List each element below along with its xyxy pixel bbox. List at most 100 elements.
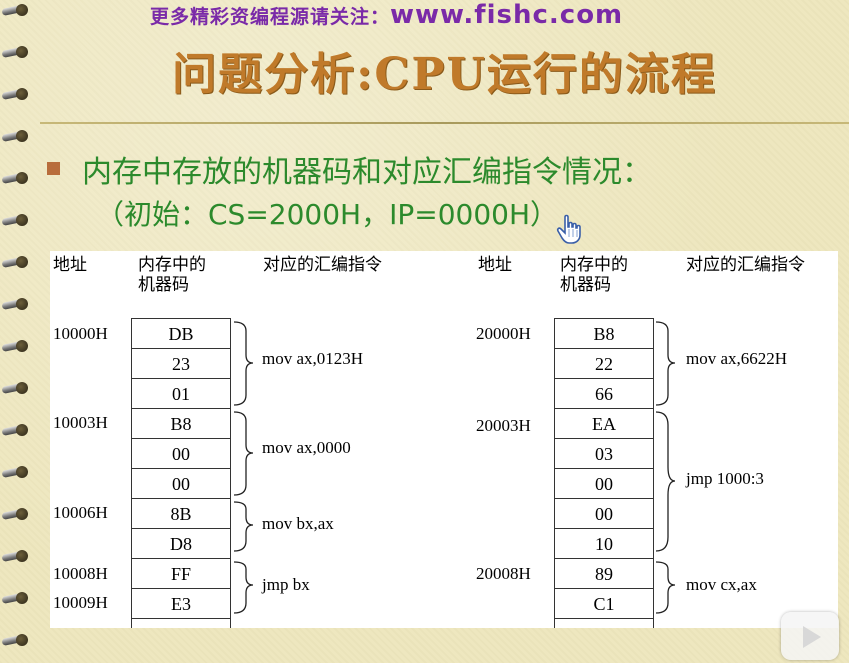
memory-cell: EA [592, 414, 616, 434]
cell-border [554, 318, 555, 628]
memory-cell: 00 [595, 474, 613, 494]
cell-border [131, 498, 231, 499]
cell-border [554, 408, 654, 409]
memory-cell: D8 [170, 534, 192, 554]
memory-cell: 00 [595, 504, 613, 524]
memory-cell: 01 [172, 384, 190, 404]
cell-border [554, 498, 654, 499]
header-machine-code: 内存中的 机器码 [560, 255, 628, 295]
cell-border [230, 318, 231, 628]
hand-cursor-icon [556, 214, 581, 244]
promo-url-link[interactable]: www.fishc.com [390, 0, 624, 30]
header-machine-code: 内存中的 机器码 [138, 255, 206, 295]
binding-ring-icon [1, 44, 28, 60]
binding-ring-icon [1, 296, 28, 312]
binding-ring-icon [1, 338, 28, 354]
cell-border [131, 408, 231, 409]
cell-border [131, 438, 231, 439]
binding-ring-icon [1, 254, 28, 270]
header-instruction: 对应的汇编指令 [686, 255, 805, 275]
cell-border [131, 348, 231, 349]
asm-instruction: mov ax,0000 [262, 438, 351, 457]
asm-instruction: mov bx,ax [262, 514, 334, 533]
spiral-binding [0, 0, 40, 663]
asm-instruction: jmp bx [262, 575, 310, 594]
cell-border [554, 378, 654, 379]
binding-ring-icon [1, 632, 28, 648]
binding-ring-icon [1, 2, 28, 18]
memory-address: 10003H [53, 413, 108, 432]
cell-border [554, 438, 654, 439]
binding-ring-icon [1, 212, 28, 228]
asm-instruction: mov cx,ax [686, 575, 757, 594]
cell-border [131, 558, 231, 559]
memory-address: 10008H [53, 564, 108, 583]
cell-border [131, 618, 231, 619]
memory-cell: 00 [172, 444, 190, 464]
memory-cell: 00 [172, 474, 190, 494]
memory-address: 20003H [476, 416, 531, 435]
cell-border [131, 318, 132, 628]
asm-instruction: jmp 1000:3 [686, 469, 764, 488]
memory-cell: 23 [172, 354, 190, 374]
header-machine-code-line1: 内存中的 [138, 255, 206, 275]
binding-ring-icon [1, 422, 28, 438]
bullet-marker [47, 162, 60, 175]
memory-cell: 8B [170, 504, 192, 524]
slide-title: 问题分析:CPU运行的流程 [172, 49, 717, 100]
memory-cell: E3 [171, 594, 191, 614]
memory-cell: B8 [170, 414, 192, 434]
binding-ring-icon [1, 506, 28, 522]
binding-ring-icon [1, 128, 28, 144]
memory-cell: 10 [595, 534, 613, 554]
cell-border [653, 318, 654, 628]
binding-ring-icon [1, 380, 28, 396]
memory-cell: B8 [593, 324, 615, 344]
asm-instruction: mov ax,0123H [262, 349, 364, 368]
cell-border [131, 528, 231, 529]
promo-banner: 更多精彩资编程源请关注：www.fishc.com [150, 0, 623, 30]
cell-border [131, 318, 231, 319]
binding-ring-icon [1, 590, 28, 606]
memory-table: 地址 内存中的 机器码 对应的汇编指令 地址 内存中的 机器码 对应的汇编指令 … [50, 251, 838, 628]
promo-text: 更多精彩资编程源请关注： [150, 6, 391, 28]
header-machine-code-line2: 机器码 [138, 275, 189, 295]
memory-address: 20008H [476, 564, 531, 583]
cell-border [131, 468, 231, 469]
memory-cell: C1 [593, 594, 615, 614]
binding-ring-icon [1, 86, 28, 102]
title-divider [40, 122, 849, 124]
binding-ring-icon [1, 464, 28, 480]
play-button[interactable] [781, 612, 839, 660]
cell-border [131, 378, 231, 379]
binding-ring-icon [1, 548, 28, 564]
memory-cell: 22 [595, 354, 613, 374]
bullet-line-2: （初始：CS=2000H，IP=0000H） [96, 198, 559, 231]
header-machine-code-line2: 机器码 [560, 275, 611, 295]
header-address: 地址 [53, 255, 87, 275]
memory-cell: 89 [595, 564, 613, 584]
memory-cell: 66 [595, 384, 613, 404]
cell-border [554, 468, 654, 469]
cell-border [554, 618, 654, 619]
play-icon [803, 626, 821, 648]
instruction-braces [233, 321, 676, 614]
header-address: 地址 [478, 255, 512, 275]
bullet-line-1: 内存中存放的机器码和对应汇编指令情况： [82, 155, 652, 190]
memory-address: 10009H [53, 593, 108, 612]
memory-cell: FF [170, 564, 192, 584]
cell-border [554, 318, 654, 319]
memory-address: 20000H [476, 324, 531, 343]
memory-cell: 03 [595, 444, 613, 464]
cell-border [131, 588, 231, 589]
cell-border [554, 348, 654, 349]
memory-address: 10006H [53, 503, 108, 522]
header-instruction: 对应的汇编指令 [263, 255, 382, 275]
cell-border [554, 528, 654, 529]
cell-border [554, 558, 654, 559]
binding-ring-icon [1, 170, 28, 186]
cell-border [554, 588, 654, 589]
memory-address: 10000H [53, 324, 108, 343]
asm-instruction: mov ax,6622H [686, 349, 788, 368]
